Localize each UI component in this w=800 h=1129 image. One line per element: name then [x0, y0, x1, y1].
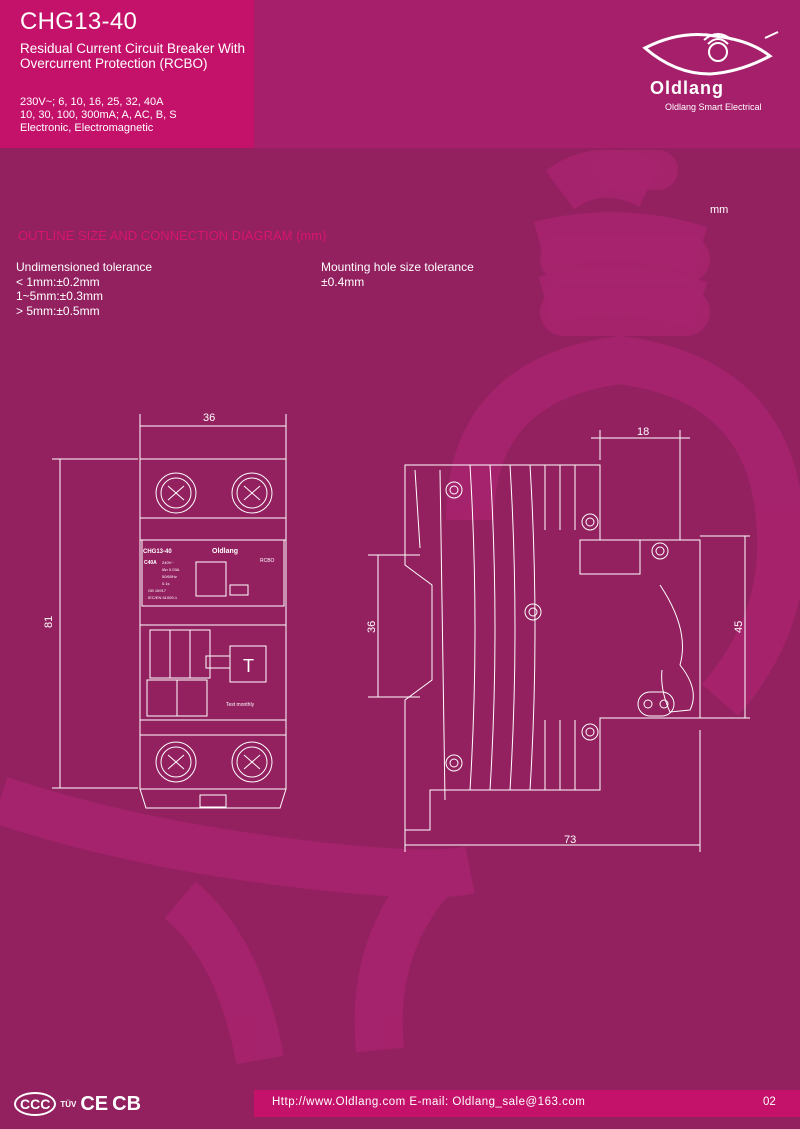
device-std1: GB 16917 [148, 588, 167, 593]
ccc-mark-icon: CCC [14, 1092, 57, 1116]
spec-line: 10, 30, 100, 300mA; A, AC, B, S [20, 109, 177, 121]
page-title: CHG13-40 [20, 8, 138, 35]
cb-mark-icon: CB [112, 1092, 142, 1115]
tolerance-line: 1~5mm:±0.3mm [16, 289, 103, 303]
tolerance-line: > 5mm:±0.5mm [16, 303, 100, 318]
device-model: CHG13-40 [143, 549, 172, 555]
brand-tagline: Oldlang Smart Electrical [665, 102, 762, 112]
header-band [0, 0, 254, 148]
tolerance-line: < 1mm:±0.2mm [16, 274, 100, 289]
tolerance-title: Undimensioned tolerance [16, 260, 153, 274]
tolerance-line: ±0.4mm [321, 274, 365, 289]
footer-contact[interactable]: Http://www.Oldlang.com E-mail: Oldlang_s… [272, 1096, 586, 1108]
device-std2: IEC/EN 61009-1 [148, 595, 178, 600]
dim-width-label: 36 [203, 412, 215, 424]
dim-left-label: 36 [366, 621, 378, 633]
device-logo: Oldlang [212, 548, 238, 555]
brand-logo-icon [642, 31, 779, 76]
certification-marks: CCC TÜV CE CB [14, 1092, 141, 1116]
undimensioned-tolerance: Undimensioned tolerance < 1mm:±0.2mm 1~5… [16, 260, 152, 318]
ce-mark-icon: CE [80, 1092, 109, 1115]
front-view [52, 414, 287, 809]
dim-height-label: 81 [43, 616, 55, 628]
product-subtitle: Residual Current Circuit Breaker With Ov… [20, 41, 246, 71]
side-view [368, 430, 750, 852]
outline-drawing: 36 81 CHG13-40 Oldlang RCBO C40A 240V~ I… [43, 412, 750, 852]
dim-bottom-label: 73 [564, 834, 576, 846]
device-idn: I∆n 0.03A [162, 567, 180, 572]
page-number: 02 [763, 1096, 776, 1108]
spec-line: 230V~; 6, 10, 16, 25, 32, 40A [20, 96, 164, 108]
device-rating: C40A [144, 560, 157, 566]
spec-list: 230V~; 6, 10, 16, 25, 32, 40A 10, 30, 10… [20, 96, 177, 135]
dim-right-label: 45 [733, 621, 745, 633]
test-monthly-label: Test monthly [226, 702, 255, 708]
test-button-label: T [243, 656, 254, 676]
tolerance-title: Mounting hole size tolerance [321, 260, 474, 274]
device-voltage: 240V~ [162, 560, 174, 565]
mounting-hole-tolerance: Mounting hole size tolerance ±0.4mm [321, 260, 474, 289]
footer-bar [254, 1090, 800, 1117]
device-type: RCBO [260, 558, 275, 564]
device-freq: 50/60Hz [162, 574, 177, 579]
spec-line: Electronic, Electromagnetic [20, 122, 154, 134]
brand-name: Oldlang [650, 78, 724, 98]
section-title: OUTLINE SIZE AND CONNECTION DIAGRAM (mm) [18, 228, 327, 243]
tuv-mark-icon: TÜV [60, 1099, 77, 1109]
device-time: 0.1s [162, 581, 170, 586]
unit-label: mm [710, 204, 729, 216]
dim-top-label: 18 [637, 426, 649, 438]
